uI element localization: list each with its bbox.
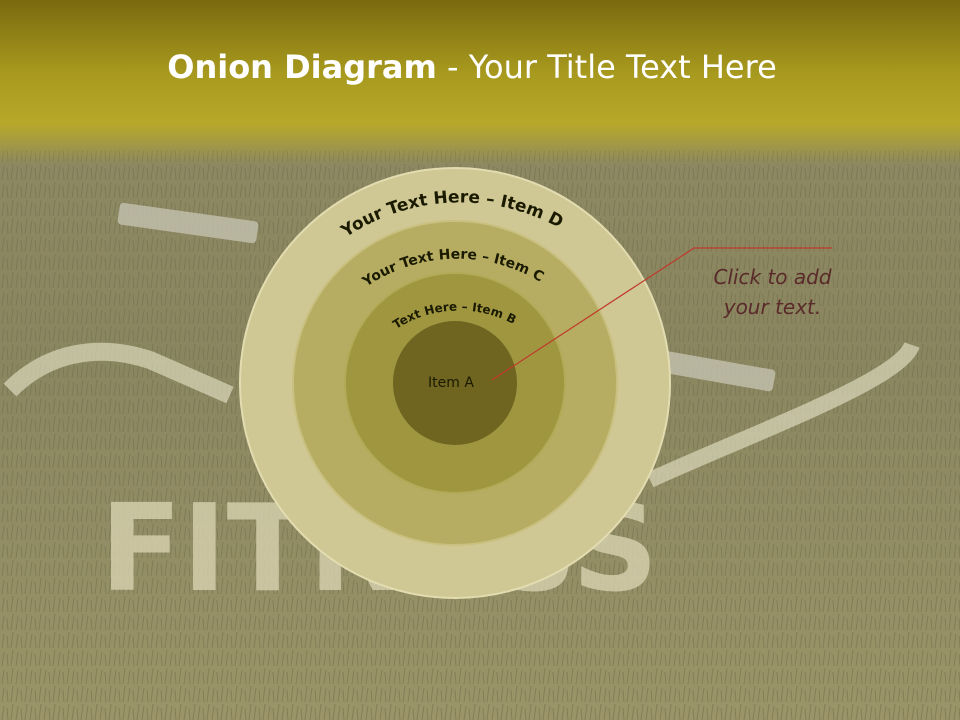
title-rest: - Your Title Text Here xyxy=(436,48,777,86)
callout-line-1: Click to add xyxy=(713,265,832,289)
layer-a-core[interactable] xyxy=(393,321,517,445)
title-bold: Onion Diagram xyxy=(167,48,437,86)
slide-title[interactable]: Onion Diagram - Your Title Text Here xyxy=(0,48,944,86)
callout-text-box[interactable]: Click to add your text. xyxy=(690,262,855,322)
callout-line-2: your text. xyxy=(723,295,822,319)
title-bar xyxy=(0,0,960,165)
layer-a-label: Item A xyxy=(428,375,474,391)
callout-connector xyxy=(491,247,832,381)
